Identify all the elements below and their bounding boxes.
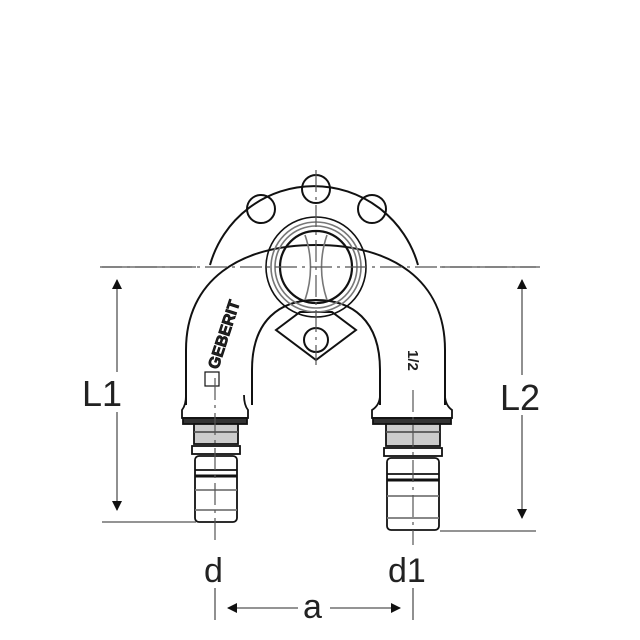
bolt-hole-right [357,194,387,224]
label-l1: L1 [82,373,122,414]
dimension-l1 [102,266,196,523]
left-press-connector [181,394,249,523]
label-d: d [204,552,223,590]
dimension-l2 [440,266,536,532]
brand-mark: GEBERIT [206,298,244,371]
bolt-hole-left [246,194,276,224]
wall-flange [209,174,419,266]
dimension-a [214,588,414,620]
label-l2: L2 [500,377,540,418]
size-mark: 1/2 [404,350,421,371]
right-press-connector [371,394,453,531]
marking-square [204,371,220,387]
label-a: a [303,588,322,626]
label-d1: d1 [388,552,426,590]
